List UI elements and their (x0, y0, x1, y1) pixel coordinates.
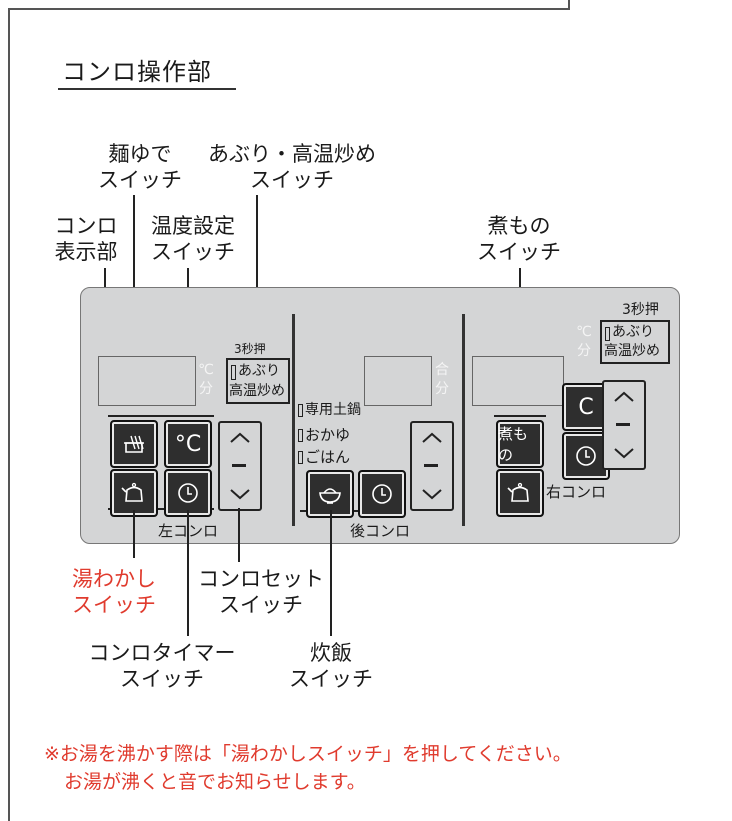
menu-gohan: ごはん (305, 448, 351, 466)
panel-divider-right (462, 314, 465, 526)
left-unit-min: 分 (199, 381, 213, 397)
clock-icon (178, 483, 198, 503)
callout-timer: コンロタイマー スイッチ (88, 641, 236, 691)
aburi-label-r2: 高温炒め (604, 343, 660, 359)
callout-rice: 炊飯 スイッチ (289, 641, 373, 691)
set-mid-mark (232, 464, 246, 467)
left-buttons-bottom-bracket (108, 508, 214, 510)
chevron-up-icon (230, 432, 250, 443)
rear-unit-min: 分 (435, 381, 449, 397)
left-unit-c: ℃ (198, 362, 214, 378)
hold-3sec-right-label: 3秒押 (622, 302, 659, 318)
kettle-icon (507, 482, 529, 502)
set-mid-mark (424, 464, 438, 467)
left-burner-display (98, 356, 196, 406)
chevron-down-icon (614, 448, 634, 459)
rear-burner-display (364, 356, 432, 406)
callout-kettle: 湯わかし スイッチ (72, 567, 156, 617)
temp-set-button[interactable]: °C (164, 420, 212, 468)
stove-set-switch-left[interactable] (218, 421, 262, 511)
leader-aburi (256, 195, 258, 345)
right-unit-c: ℃ (576, 324, 592, 340)
chevron-up-icon (614, 391, 634, 402)
set-mid-mark (616, 423, 630, 426)
callout-temp-set: 温度設定 スイッチ (151, 214, 235, 264)
chevron-up-icon (422, 432, 442, 443)
callout-boil-noodles: 麺ゆで スイッチ (98, 142, 182, 192)
nimono-label: 煮もの (498, 425, 529, 464)
boil-noodles-button[interactable] (110, 420, 158, 468)
leader-stove-set (238, 508, 240, 562)
hold-3sec-label: 3秒押 (234, 342, 266, 356)
panel-divider-left (292, 314, 295, 526)
right-burner-display (472, 356, 564, 406)
frame-left-border (8, 8, 10, 821)
note-line-1: ※お湯を沸かす際は「湯わかしスイッチ」を押してください。 (44, 743, 572, 765)
stove-set-switch-rear[interactable] (410, 421, 454, 511)
leader-kettle (133, 510, 135, 558)
temp-symbol: °C (174, 431, 202, 457)
leader-timer (187, 510, 189, 636)
aburi-label-l1: あぶり (238, 363, 280, 379)
frame-tick (568, 0, 570, 10)
title-underline (58, 88, 236, 90)
menu-indicator-2 (298, 429, 303, 442)
callout-aburi: あぶり・高温炒め スイッチ (208, 142, 376, 192)
kettle-button-right[interactable] (496, 469, 544, 517)
section-title: コンロ操作部 (62, 58, 212, 86)
chevron-down-icon (230, 489, 250, 500)
callout-nimono: 煮もの スイッチ (477, 214, 561, 264)
nimono-button[interactable]: 煮もの (496, 420, 544, 468)
left-buttons-top-bracket (108, 415, 214, 417)
menu-donabe: 専用土鍋 (305, 402, 361, 418)
timer-button-left[interactable] (164, 469, 212, 517)
clock-icon (372, 484, 392, 504)
chevron-down-icon (422, 489, 442, 500)
rice-bowl-icon (319, 488, 341, 504)
menu-indicator-1 (298, 404, 303, 417)
leader-rice (330, 510, 332, 636)
right-unit-min: 分 (577, 343, 591, 359)
callout-display: コンロ 表示部 (54, 214, 118, 264)
frame-top-border (8, 8, 570, 10)
rear-unit-go: 合 (435, 362, 449, 378)
noodle-pot-icon (124, 435, 144, 453)
kettle-icon (121, 482, 143, 502)
callout-stove-set: コンロセット スイッチ (198, 567, 324, 617)
menu-indicator-3 (298, 451, 303, 464)
aburi-label-r1: あぶり (612, 324, 654, 340)
stove-set-switch-right[interactable] (602, 380, 646, 470)
aburi-indicator-left (231, 365, 236, 380)
aburi-label-l2: 高温炒め (229, 383, 285, 399)
timer-button-rear[interactable] (358, 470, 406, 518)
menu-okayu: おかゆ (305, 426, 351, 444)
nimono-bracket (494, 415, 546, 417)
right-burner-name: 右コンロ (546, 483, 607, 501)
rear-burner-name: 後コンロ (350, 522, 411, 540)
temp-symbol-right: C (578, 394, 594, 420)
note-line-2: お湯が沸くと音でお知らせします。 (64, 771, 366, 793)
aburi-button-left[interactable]: あぶり 高温炒め (226, 358, 290, 404)
clock-icon (576, 446, 596, 466)
aburi-indicator-right (605, 327, 610, 341)
aburi-button-right[interactable]: あぶり 高温炒め (600, 320, 670, 364)
